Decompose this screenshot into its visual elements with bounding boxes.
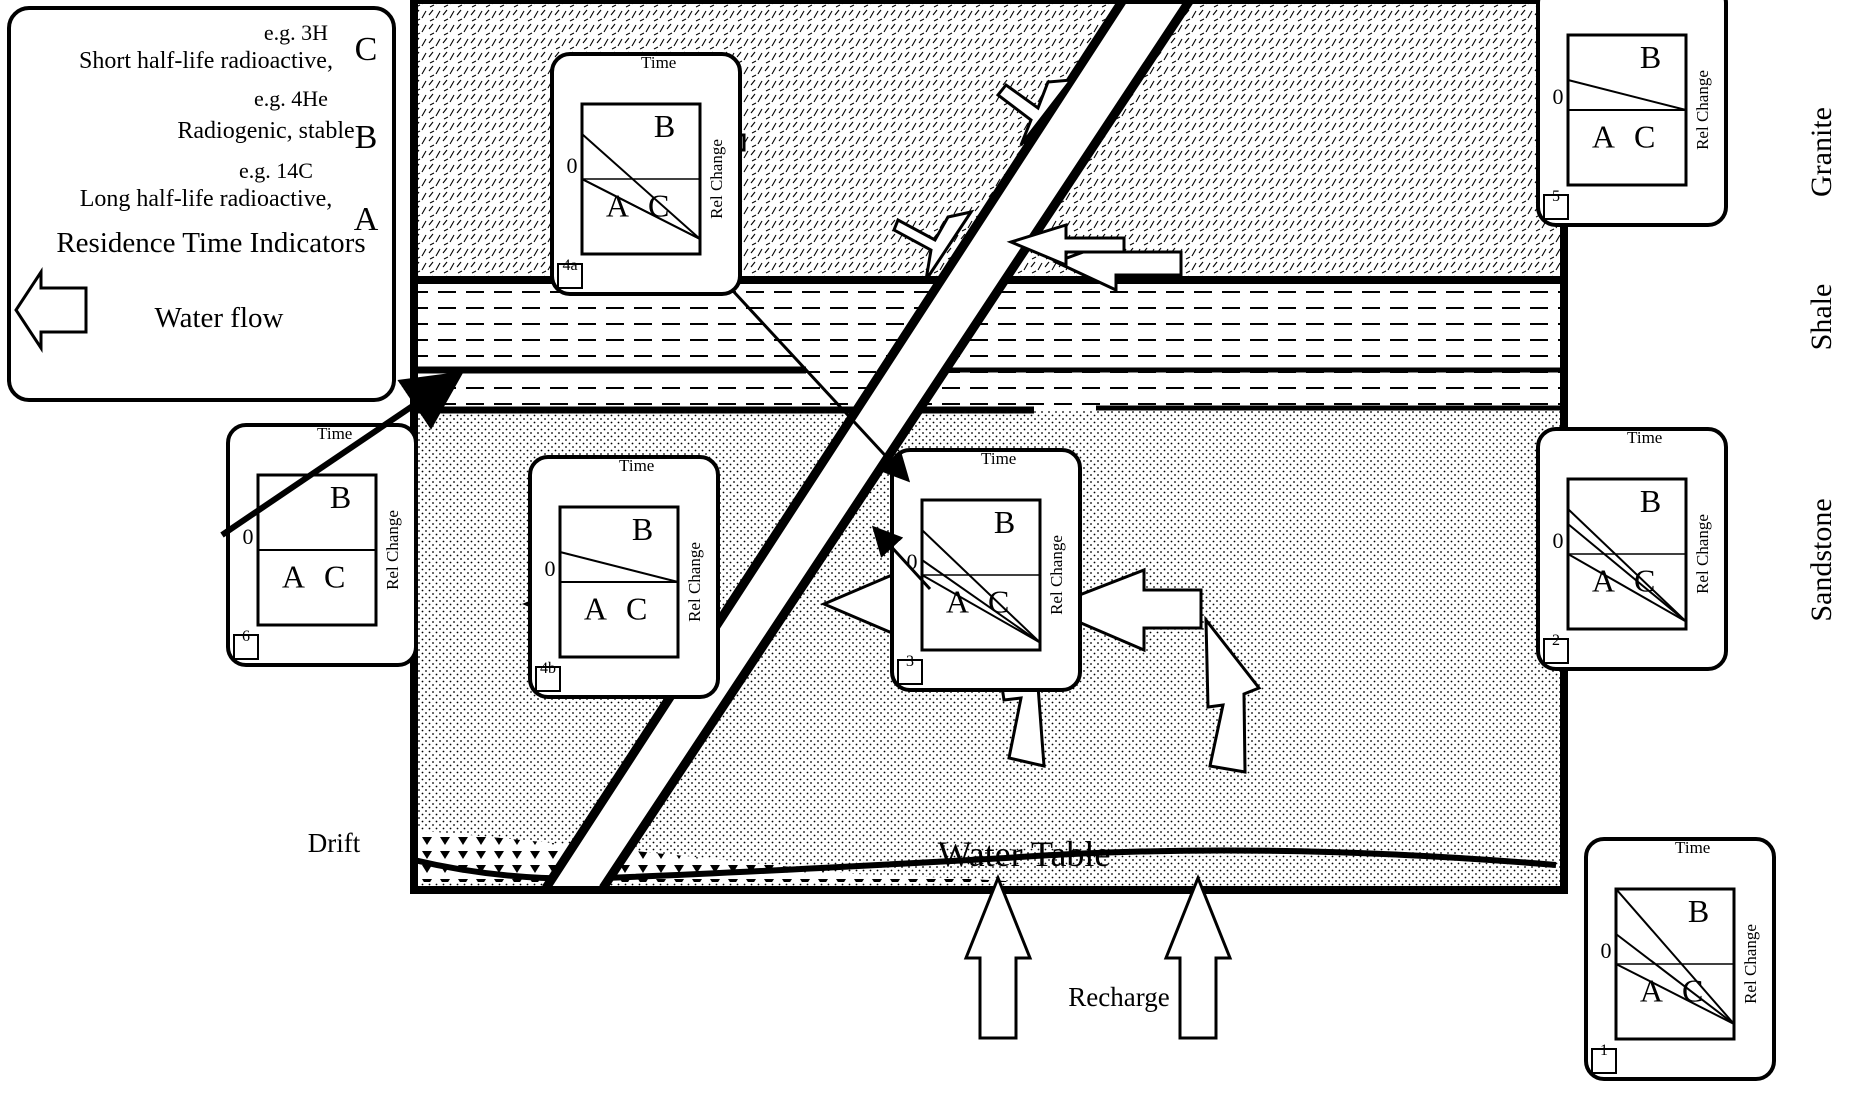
box-id-label: 6 bbox=[242, 628, 250, 645]
rel-change-axis-label: Rel Change bbox=[1693, 70, 1712, 150]
drift-label: Drift bbox=[308, 828, 361, 858]
legend-c-letter: C bbox=[355, 31, 378, 68]
recharge-label: Recharge bbox=[1068, 982, 1169, 1012]
rel-change-axis-label: Rel Change bbox=[1693, 514, 1712, 594]
series-label-a: A bbox=[1592, 119, 1615, 155]
series-label-c: C bbox=[324, 559, 345, 595]
series-label-c: C bbox=[1634, 119, 1655, 155]
shale-label: Shale bbox=[1805, 284, 1838, 351]
box-id-label: 4a bbox=[562, 257, 577, 274]
legend-a-example: e.g. 14C bbox=[239, 158, 313, 183]
zero-label: 0 bbox=[567, 153, 578, 178]
series-label-a: A bbox=[1592, 563, 1615, 599]
series-label-a: A bbox=[946, 584, 969, 620]
series-label-a: A bbox=[282, 559, 305, 595]
legend-water-flow: Water flow bbox=[155, 302, 284, 334]
series-label-c: C bbox=[626, 591, 647, 627]
recharge-arrow bbox=[966, 878, 1030, 1038]
legend-b-desc: Radiogenic, stable bbox=[177, 118, 354, 144]
zero-label: 0 bbox=[545, 556, 556, 581]
series-label-c: C bbox=[1682, 973, 1703, 1009]
granite-label: Granite bbox=[1805, 107, 1838, 197]
legend-c-desc: Short half-life radioactive, bbox=[79, 48, 333, 74]
time-axis-label: Time bbox=[1675, 838, 1710, 857]
time-axis-label: Time bbox=[641, 53, 676, 72]
zero-label: 0 bbox=[1553, 84, 1564, 109]
rel-change-axis-label: Rel Change bbox=[685, 542, 704, 622]
water-table-label: Water Table bbox=[938, 834, 1111, 874]
rel-change-axis-label: Rel Change bbox=[707, 139, 726, 219]
legend: Water flow Residence Time Indicators A L… bbox=[9, 8, 394, 400]
legend-c-example: e.g. 3H bbox=[264, 20, 328, 45]
box-id-label: 4b bbox=[540, 660, 556, 677]
legend-b-letter: B bbox=[355, 119, 378, 156]
series-label-a: A bbox=[584, 591, 607, 627]
series-label-b: B bbox=[994, 504, 1015, 540]
legend-a-letter: A bbox=[354, 201, 379, 238]
rel-change-axis-label: Rel Change bbox=[1741, 924, 1760, 1004]
time-axis-label: Time bbox=[1627, 428, 1662, 447]
zero-label: 0 bbox=[1553, 528, 1564, 553]
series-label-b: B bbox=[632, 511, 653, 547]
series-label-b: B bbox=[1640, 483, 1661, 519]
rel-change-axis-label: Rel Change bbox=[383, 510, 402, 590]
legend-title: Residence Time Indicators bbox=[56, 227, 365, 259]
legend-a-desc: Long half-life radioactive, bbox=[80, 186, 333, 212]
time-axis-label: Time bbox=[619, 456, 654, 475]
zero-label: 0 bbox=[1601, 938, 1612, 963]
recharge-arrow bbox=[1166, 878, 1230, 1038]
series-label-b: B bbox=[330, 479, 351, 515]
rel-change-axis-label: Rel Change bbox=[1047, 535, 1066, 615]
series-label-b: B bbox=[1640, 39, 1661, 75]
box-id-label: 3 bbox=[906, 653, 914, 670]
sandstone-label: Sandstone bbox=[1805, 498, 1838, 621]
series-label-c: C bbox=[1634, 563, 1655, 599]
series-label-a: A bbox=[606, 188, 629, 224]
graph-box-2: A B C 0 TimeRel Change 2 bbox=[1538, 428, 1726, 669]
zero-label: 0 bbox=[243, 524, 254, 549]
series-label-a: A bbox=[1640, 973, 1663, 1009]
box-id-label: 2 bbox=[1552, 632, 1560, 649]
time-axis-label: Time bbox=[1627, 0, 1662, 3]
series-label-c: C bbox=[648, 188, 669, 224]
series-label-b: B bbox=[654, 108, 675, 144]
box-id-label: 1 bbox=[1600, 1042, 1608, 1059]
series-label-b: B bbox=[1688, 893, 1709, 929]
legend-b-example: e.g. 4He bbox=[254, 86, 328, 111]
time-axis-label: Time bbox=[981, 449, 1016, 468]
series-label-c: C bbox=[988, 584, 1009, 620]
time-axis-label: Time bbox=[317, 424, 352, 443]
box-id-label: 5 bbox=[1552, 188, 1560, 205]
